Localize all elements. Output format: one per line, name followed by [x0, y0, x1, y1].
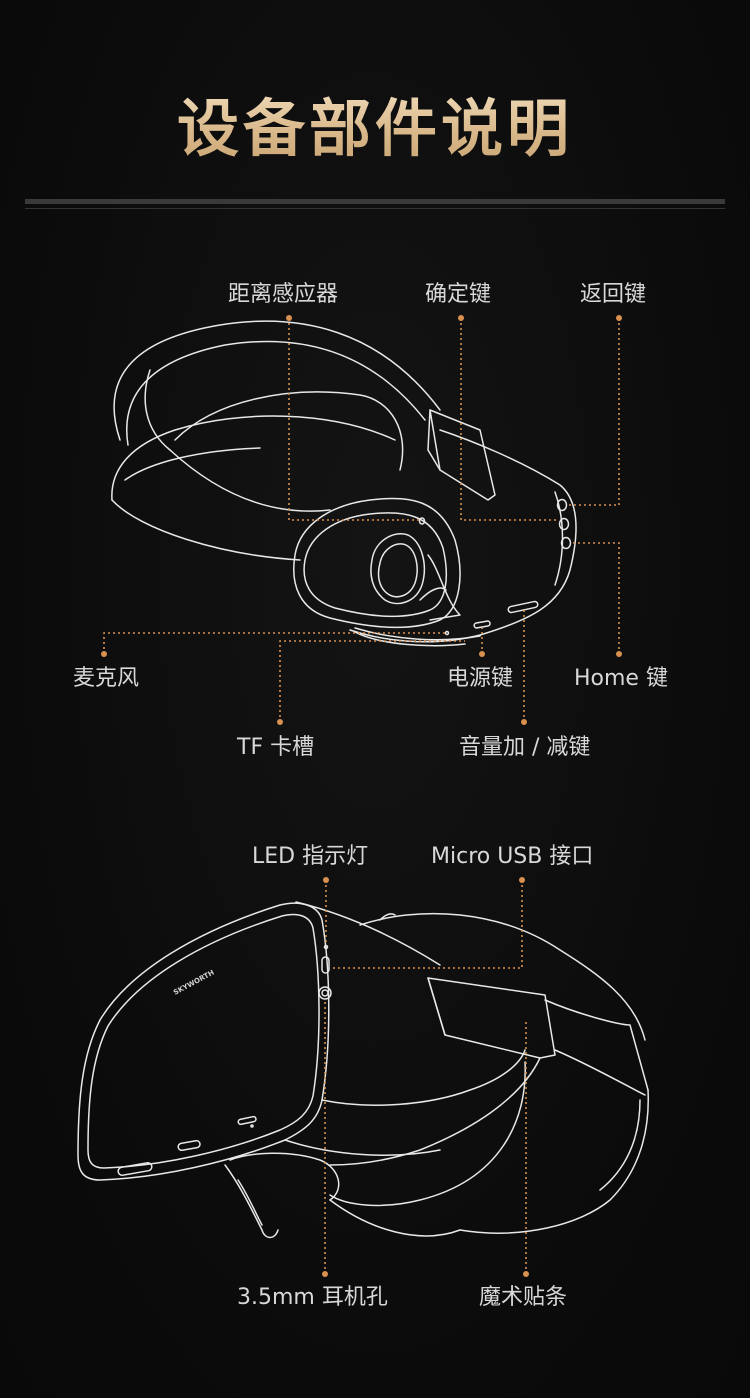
label-velcro-strap: 魔术贴条	[479, 1285, 568, 1310]
bottom-view-illustration: SKYWORTH	[77, 877, 649, 1277]
label-volume-key: 音量加 / 减键	[459, 735, 591, 760]
label-power-key: 电源键	[447, 666, 514, 691]
page-title: 设备部件说明	[0, 78, 750, 168]
bottom-view-diagram: SKYWORTH LED 指示灯 Micro USB 接口 3.5mm 耳机孔 …	[0, 800, 750, 1398]
headset-exterior-outline: SKYWORTH	[77, 901, 649, 1239]
label-back-key: 返回键	[580, 282, 647, 307]
top-view-illustration	[101, 315, 622, 725]
brand-logo-text: SKYWORTH	[172, 969, 216, 997]
top-view-leader-lines	[101, 315, 622, 725]
label-tf-slot: TF 卡槽	[237, 735, 315, 760]
title-divider-thick	[25, 199, 725, 204]
title-divider-thin	[25, 208, 725, 209]
label-microphone: 麦克风	[73, 666, 140, 691]
label-confirm-key: 确定键	[425, 282, 492, 307]
bottom-view-leader-lines	[322, 877, 529, 1277]
label-proximity-sensor: 距离感应器	[228, 282, 339, 307]
top-view-diagram: 距离感应器 确定键 返回键 麦克风 电源键 Home 键 TF 卡槽 音量加 /…	[73, 282, 668, 760]
label-home-key: Home 键	[574, 666, 668, 691]
label-led-indicator: LED 指示灯	[252, 844, 369, 869]
headset-interior-outline	[111, 320, 577, 647]
label-micro-usb: Micro USB 接口	[431, 844, 594, 869]
label-headphone-jack: 3.5mm 耳机孔	[237, 1285, 388, 1310]
